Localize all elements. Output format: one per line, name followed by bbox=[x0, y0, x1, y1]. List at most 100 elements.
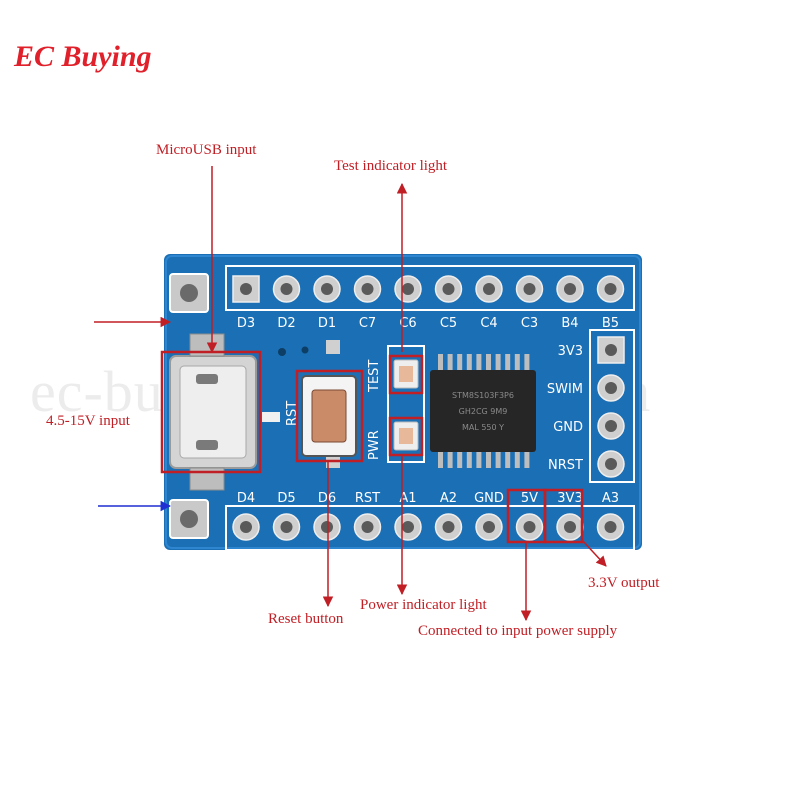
bottom-pin-label: A2 bbox=[440, 491, 457, 506]
header-pad-hole bbox=[361, 283, 374, 295]
header-pad-hole bbox=[442, 521, 455, 533]
highlight-test-led bbox=[388, 354, 424, 395]
top-pin-label: C3 bbox=[521, 316, 538, 331]
chip-leg bbox=[447, 354, 453, 372]
header-pad-hole bbox=[605, 458, 617, 470]
header-pad-hole bbox=[280, 521, 293, 533]
chip-leg bbox=[495, 450, 501, 468]
led-silk-box bbox=[387, 345, 425, 463]
microusb-tab bbox=[196, 440, 218, 450]
highlight-power-led bbox=[388, 416, 424, 457]
top-pin-label: B4 bbox=[561, 316, 578, 331]
chip-leg bbox=[438, 450, 443, 468]
side-pin-label: GND bbox=[553, 420, 583, 435]
mcu-chip bbox=[430, 370, 536, 452]
header-pad-hole bbox=[523, 283, 536, 295]
chip-leg bbox=[466, 450, 472, 468]
top-pin-label: C4 bbox=[480, 316, 497, 331]
highlight-3v3 bbox=[543, 488, 584, 544]
via bbox=[278, 348, 286, 356]
header-pad-hole bbox=[240, 283, 252, 295]
pcb-board bbox=[164, 254, 642, 550]
header-pad-hole bbox=[605, 420, 617, 432]
microusb-shell-lug bbox=[189, 467, 225, 491]
top-pin-label: D1 bbox=[318, 316, 336, 331]
header-pad-hole bbox=[280, 283, 293, 295]
label-3v3-output: 3.3V output bbox=[588, 575, 660, 591]
header-pad-hole bbox=[523, 521, 536, 533]
chip-leg bbox=[457, 354, 463, 372]
top-pin-label: C7 bbox=[359, 316, 376, 331]
header-pad-hole bbox=[402, 283, 414, 295]
chip-leg bbox=[514, 354, 520, 372]
bottom-pin-label: D6 bbox=[318, 491, 336, 506]
label-test-indicator-light: Test indicator light bbox=[334, 158, 448, 174]
header-pad-hole bbox=[604, 283, 617, 295]
bottom-pin-label: 3V3 bbox=[557, 491, 582, 506]
chip-marking: STM8S103F3P6 bbox=[452, 391, 514, 400]
header-pad-hole bbox=[402, 521, 414, 533]
side-pin-label: NRST bbox=[548, 458, 583, 473]
header-pad-hole bbox=[604, 521, 617, 533]
header-pad-hole bbox=[240, 521, 252, 533]
chip-leg bbox=[514, 450, 520, 468]
bottom-pin-label: RST bbox=[355, 491, 380, 506]
side-pin-label: 3V3 bbox=[558, 344, 583, 359]
chip-leg bbox=[495, 354, 501, 372]
chip-leg bbox=[524, 450, 530, 468]
header-pad-hole bbox=[483, 283, 495, 295]
highlight-reset bbox=[295, 369, 364, 463]
power-led-lens bbox=[399, 428, 413, 444]
label-reset-button: Reset button bbox=[268, 611, 344, 627]
chip-leg bbox=[476, 450, 482, 468]
mounting-hole bbox=[180, 284, 198, 302]
chip-leg bbox=[466, 354, 472, 372]
chip-leg bbox=[486, 450, 491, 468]
header-pad-hole bbox=[321, 521, 333, 533]
top-pin-label: C5 bbox=[440, 316, 457, 331]
reset-button-pad bbox=[326, 340, 340, 354]
label-microusb-input: MicroUSB input bbox=[156, 142, 257, 158]
chip-leg bbox=[457, 450, 463, 468]
brand-logo-text: EC Buying bbox=[14, 40, 152, 73]
top-pin-label: D3 bbox=[237, 316, 255, 331]
header-pad-hole bbox=[483, 521, 495, 533]
header-pad-hole bbox=[564, 521, 576, 533]
bottom-pin-label: GND bbox=[474, 491, 504, 506]
smd-resistor bbox=[262, 412, 280, 422]
chip-leg bbox=[438, 354, 443, 372]
top-pin-label: D2 bbox=[277, 316, 295, 331]
mounting-hole bbox=[180, 510, 198, 528]
top-header-outline bbox=[225, 265, 635, 311]
chip-marking: MAL 550 Y bbox=[462, 423, 504, 432]
pwr-label: PWR bbox=[367, 430, 382, 460]
bottom-header-outline bbox=[225, 505, 635, 551]
bottom-pin-label: 5V bbox=[521, 491, 538, 506]
label-power-indicator-light: Power indicator light bbox=[360, 597, 487, 613]
microusb-port bbox=[179, 365, 247, 459]
header-pad-hole bbox=[564, 283, 576, 295]
chip-leg bbox=[505, 450, 511, 468]
chip-leg bbox=[486, 354, 491, 372]
chip-leg bbox=[524, 354, 530, 372]
via bbox=[301, 346, 309, 354]
bottom-pin-label: A3 bbox=[602, 491, 619, 506]
top-pin-label: C6 bbox=[399, 316, 416, 331]
header-pad-hole bbox=[442, 283, 455, 295]
top-pin-label: B5 bbox=[602, 316, 619, 331]
chip-marking: GH2CG 9M9 bbox=[459, 407, 508, 416]
side-pin-label: SWIM bbox=[547, 382, 583, 397]
label-input-range: 4.5-15V input bbox=[46, 413, 130, 429]
header-pad-hole bbox=[361, 521, 374, 533]
header-pad-hole bbox=[605, 344, 617, 356]
bottom-pin-label: D5 bbox=[277, 491, 295, 506]
bottom-pin-label: D4 bbox=[237, 491, 255, 506]
reset-button-cap bbox=[311, 389, 347, 443]
test-led-lens bbox=[399, 366, 413, 382]
chip-leg bbox=[505, 354, 511, 372]
bottom-pin-label: A1 bbox=[399, 491, 416, 506]
chip-leg bbox=[476, 354, 482, 372]
microusb-tab bbox=[196, 374, 218, 384]
pcb-edge-highlight bbox=[165, 255, 641, 549]
